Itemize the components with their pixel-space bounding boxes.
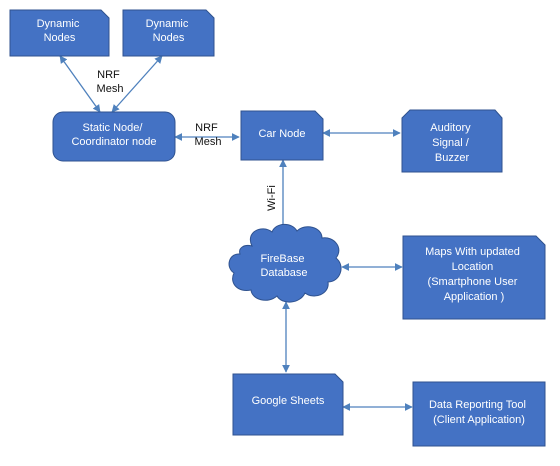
node-label: Google Sheets	[252, 395, 325, 407]
node-label-line: Coordinator node	[71, 136, 156, 148]
edge-label-line: NRF	[97, 69, 120, 81]
node-label: Dynamic Nodes	[146, 18, 192, 44]
edge-label-line: Mesh	[97, 83, 124, 95]
node-static-coordinator: Static Node/ Coordinator node	[52, 111, 176, 162]
node-label-line: FireBase	[260, 253, 304, 265]
connectors	[59, 55, 413, 411]
edge-dynamic2-static	[111, 55, 163, 113]
node-label-line: (Smartphone User	[428, 276, 518, 288]
node-label-line: Maps With updated	[425, 246, 520, 258]
node-label-line: Nodes	[44, 32, 76, 44]
edge-label-nrf-mesh-mid: NRF Mesh	[195, 122, 222, 148]
snip-corner-rectangle	[401, 109, 503, 173]
node-label-line: Auditory	[430, 122, 471, 134]
node-firebase-database: FireBase Database	[228, 223, 342, 303]
node-label-line: Database	[260, 267, 307, 279]
node-label: Dynamic Nodes	[37, 18, 83, 44]
node-car: Car Node	[240, 110, 324, 161]
node-label: FireBase Database	[260, 253, 307, 279]
rounded-rectangle	[52, 111, 176, 162]
rectangle	[412, 381, 546, 447]
snip-corner-rectangle	[240, 110, 324, 161]
node-maps: Maps With updated Location (Smartphone U…	[402, 235, 546, 320]
snip-corner-rectangle	[232, 373, 344, 436]
node-label: Data Reporting Tool (Client Application)	[429, 399, 529, 426]
node-label: Static Node/ Coordinator node	[71, 122, 156, 148]
node-label-line: Application )	[444, 291, 505, 303]
node-dynamic-nodes-2: Dynamic Nodes	[122, 9, 215, 57]
node-label: Maps With updated Location (Smartphone U…	[425, 246, 523, 303]
node-label: Auditory Signal / Buzzer	[430, 122, 473, 164]
node-label-line: Data Reporting Tool	[429, 399, 526, 411]
edge-label-nrf-mesh-top: NRF Mesh	[97, 69, 124, 95]
edge-label-line: Mesh	[195, 136, 222, 148]
node-label-line: Signal /	[432, 137, 470, 149]
node-label: Car Node	[258, 128, 305, 140]
snip-corner-rectangle	[402, 235, 546, 320]
node-label-line: Static Node/	[83, 122, 144, 134]
node-data-reporting-tool: Data Reporting Tool (Client Application)	[412, 381, 546, 447]
edge-dynamic1-static	[59, 55, 101, 113]
cloud-shape	[228, 223, 342, 303]
edge-label-wifi: Wi-Fi	[266, 185, 278, 211]
node-dynamic-nodes-1: Dynamic Nodes	[9, 9, 110, 57]
node-google-sheets: Google Sheets	[232, 373, 344, 436]
node-label-line: Google Sheets	[252, 395, 325, 407]
node-label-line: Car Node	[258, 128, 305, 140]
node-label-line: (Client Application)	[433, 414, 525, 426]
node-label-line: Location	[452, 261, 494, 273]
node-label-line: Nodes	[153, 32, 185, 44]
node-label-line: Dynamic	[146, 18, 189, 30]
edge-label-line: NRF	[195, 122, 218, 134]
node-label-line: Dynamic	[37, 18, 80, 30]
snip-corner-rectangle	[9, 9, 110, 57]
node-label-line: Buzzer	[435, 152, 470, 164]
node-buzzer: Auditory Signal / Buzzer	[401, 109, 503, 173]
snip-corner-rectangle	[122, 9, 215, 57]
